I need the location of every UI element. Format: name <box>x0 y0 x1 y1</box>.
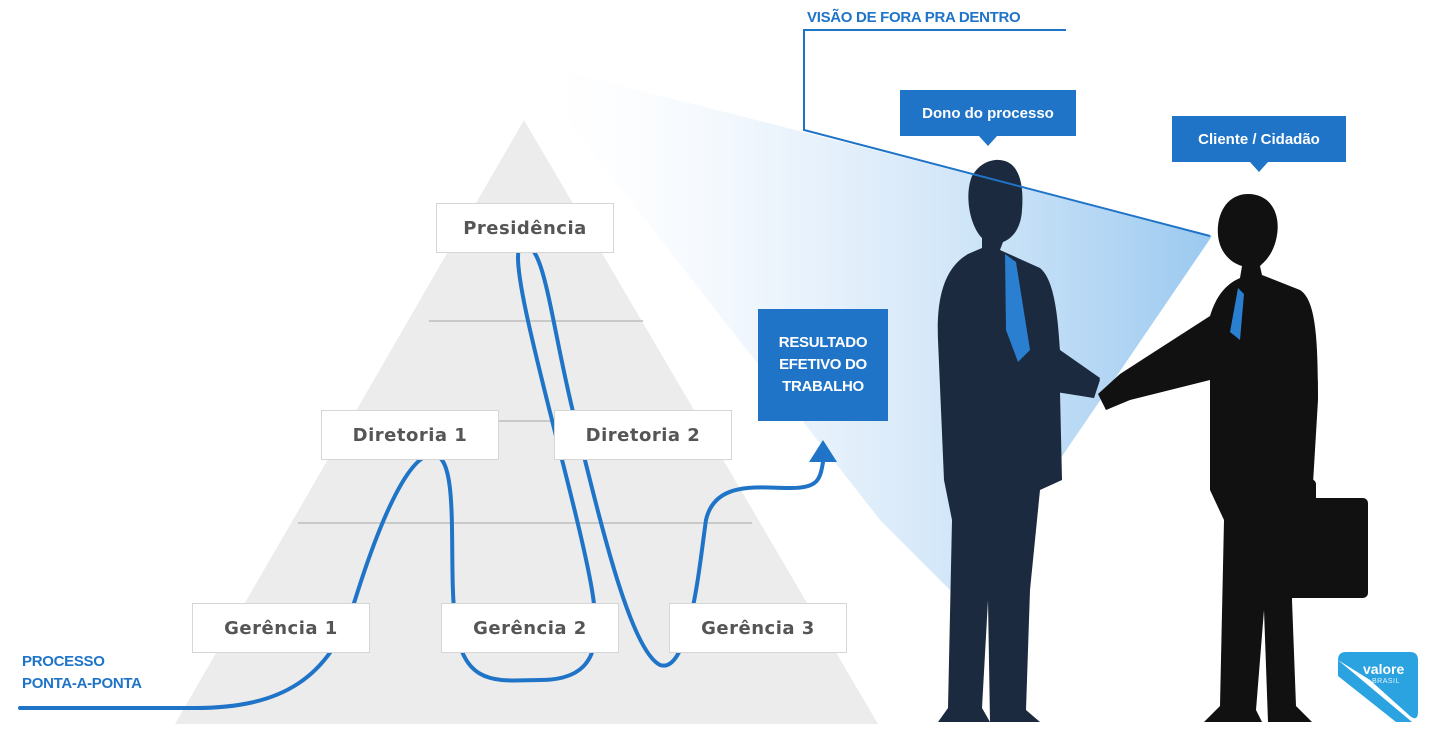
pyramid-box-gerencia-3: Gerência 3 <box>669 603 847 653</box>
callout-process-owner: Dono do processo <box>900 90 1076 146</box>
logo-text: valore <box>1363 661 1405 677</box>
owner-body <box>937 159 1100 722</box>
outside-in-title: VISÃO DE FORA PRA DENTRO <box>807 9 1021 26</box>
callout-client: Cliente / Cidadão <box>1172 116 1346 172</box>
logo-shape-tail <box>1338 660 1412 722</box>
pyramid-box-diretoria-1: Diretoria 1 <box>321 410 499 460</box>
owner-arm <box>1040 300 1100 398</box>
pyramid-box-presidencia: Presidência <box>436 203 614 253</box>
pyramid-box-gerencia-1: Gerência 1 <box>192 603 370 653</box>
process-label-line2: PONTA-A-PONTA <box>22 675 142 692</box>
pyramid-box-diretoria-2: Diretoria 2 <box>554 410 732 460</box>
logo-shape <box>1338 652 1418 719</box>
client-silhouette <box>1098 194 1368 722</box>
process-owner-silhouette <box>937 159 1100 722</box>
process-arrow-head <box>809 440 837 462</box>
logo-subtext: BRASIL <box>1372 678 1400 685</box>
briefcase <box>1226 498 1368 598</box>
client-tie <box>1230 288 1244 340</box>
result-box: RESULTADO EFETIVO DO TRABALHO <box>758 309 888 421</box>
outside-in-line <box>803 29 1211 237</box>
pyramid-box-gerencia-2: Gerência 2 <box>441 603 619 653</box>
owner-tie <box>1005 254 1030 362</box>
process-label-line1: PROCESSO <box>22 653 105 670</box>
briefcase-handle <box>1296 478 1316 500</box>
